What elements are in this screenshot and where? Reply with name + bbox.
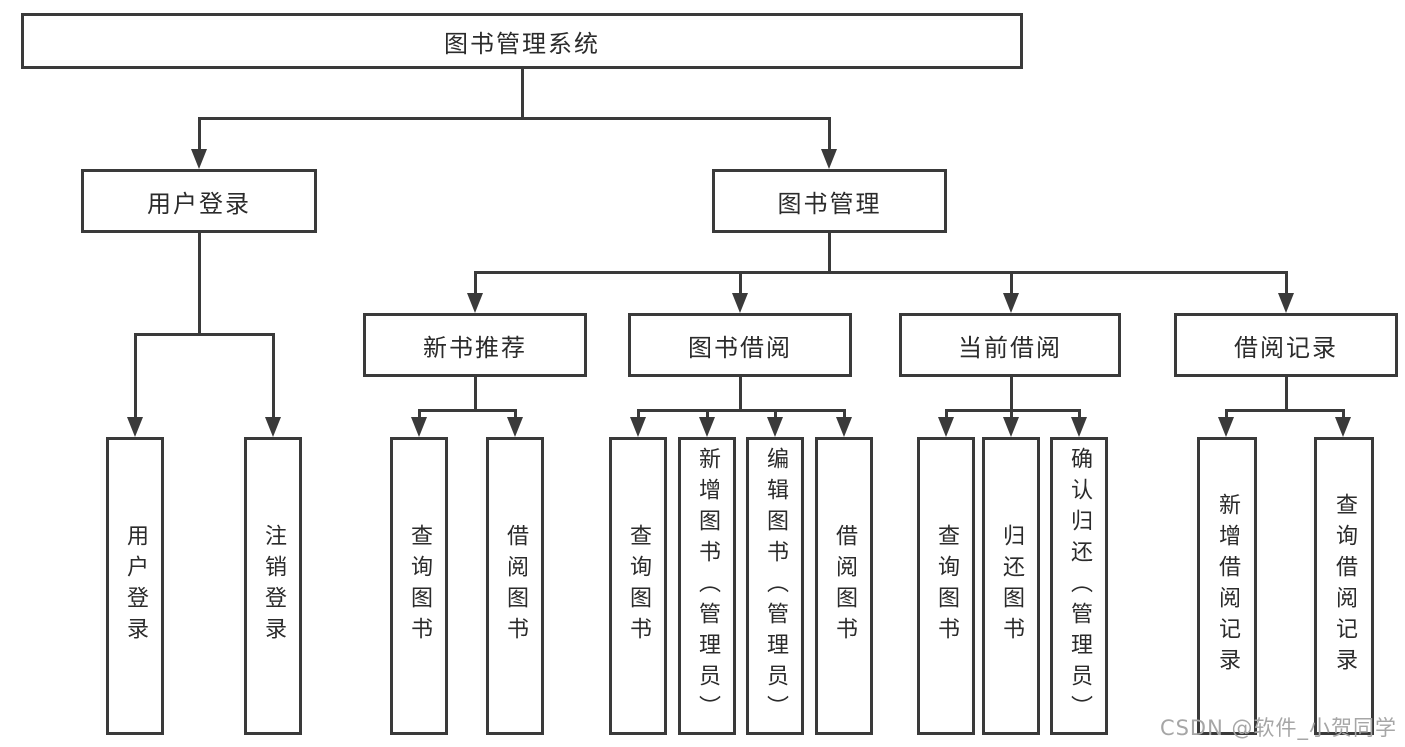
connector-line [1009,409,1013,421]
leaf-user-login: 用户登录 [106,437,164,735]
arrow-down-icon [507,417,523,437]
arrow-down-icon [732,293,748,313]
arrow-down-icon [1278,293,1294,313]
connector-line [197,117,201,151]
leaf-query-books-recommend: 查询图书 [390,437,448,735]
connector-line [738,377,742,412]
node-label: 当前借阅 [958,333,1062,362]
connector-line [1224,409,1228,421]
connector-line [417,409,421,421]
node-label: 借阅图书 [832,524,857,648]
node-book-borrowing: 图书借阅 [628,313,852,377]
leaf-borrow-books-borrowing: 借阅图书 [815,437,873,735]
connector-line [1341,409,1345,421]
node-label: 用户登录 [123,524,148,648]
leaf-query-books-current: 查询图书 [917,437,975,735]
connector-line [520,69,524,120]
arrow-down-icon [938,417,954,437]
leaf-borrow-books-recommend: 借阅图书 [486,437,544,735]
node-borrowing-records: 借阅记录 [1174,313,1398,377]
node-label: 注销登录 [261,524,286,648]
connector-line [473,377,477,412]
node-label: 查询借阅记录 [1332,493,1357,679]
leaf-return-books: 归还图书 [982,437,1040,735]
node-book-management: 图书管理 [712,169,947,233]
connector-line [1009,271,1013,297]
connector-line [271,333,275,419]
node-user-login: 用户登录 [81,169,317,233]
connector-line [636,409,640,421]
node-label: 图书借阅 [688,333,792,362]
connector-line [944,409,948,421]
connector-line [944,409,1081,412]
arrow-down-icon [1003,417,1019,437]
connector-line [1284,271,1288,297]
arrow-down-icon [821,149,837,169]
leaf-add-borrow-record: 新增借阅记录 [1197,437,1257,735]
connector-line [842,409,846,421]
arrow-down-icon [191,149,207,169]
leaf-query-borrow-record: 查询借阅记录 [1314,437,1374,735]
connector-line [473,271,477,297]
connector-line [197,233,201,336]
node-label: 新书推荐 [423,333,527,362]
connector-line [133,333,137,419]
node-label: 借阅记录 [1234,333,1338,362]
connector-line [1224,409,1345,412]
connector-line [1077,409,1081,421]
arrow-down-icon [1071,417,1087,437]
node-label: 用户登录 [147,189,251,218]
node-label: 查询图书 [626,524,651,648]
leaf-confirm-return-admin: 确认归还（管理员） [1050,437,1108,735]
node-new-book-recommendation: 新书推荐 [363,313,587,377]
node-label: 查询图书 [407,524,432,648]
connector-line [773,409,777,421]
arrow-down-icon [630,417,646,437]
connector-line [705,409,709,421]
node-label: 图书管理系统 [444,29,600,58]
node-label: 归还图书 [999,524,1024,648]
leaf-query-books-borrowing: 查询图书 [609,437,667,735]
watermark: CSDN @软件_小贺同学 [1159,716,1397,740]
node-label: 图书管理 [777,189,882,218]
arrow-down-icon [1003,293,1019,313]
leaf-add-book-admin: 新增图书（管理员） [678,437,736,735]
connector-line [133,333,275,336]
leaf-edit-book-admin: 编辑图书（管理员） [746,437,804,735]
arrow-down-icon [467,293,483,313]
connector-line [417,409,517,412]
arrow-down-icon [1218,417,1234,437]
connector-line [1284,377,1288,412]
node-label: 新增借阅记录 [1215,493,1240,679]
arrow-down-icon [767,417,783,437]
arrow-down-icon [699,417,715,437]
connector-line [827,117,831,151]
node-label: 确认归还（管理员） [1067,446,1092,726]
connector-line [738,271,742,297]
node-label: 新增图书（管理员） [695,446,720,726]
connector-line [197,117,831,120]
node-label: 查询图书 [934,524,959,648]
connector-line [827,233,831,274]
arrow-down-icon [411,417,427,437]
connector-line [473,271,1288,274]
node-library-management-system: 图书管理系统 [21,13,1023,69]
node-current-borrowing: 当前借阅 [899,313,1121,377]
connector-line [513,409,517,421]
arrow-down-icon [265,417,281,437]
arrow-down-icon [1335,417,1351,437]
leaf-logout: 注销登录 [244,437,302,735]
connector-line [636,409,846,412]
node-label: 借阅图书 [503,524,528,648]
node-label: 编辑图书（管理员） [763,446,788,726]
connector-line [1009,377,1013,412]
arrow-down-icon [127,417,143,437]
arrow-down-icon [836,417,852,437]
